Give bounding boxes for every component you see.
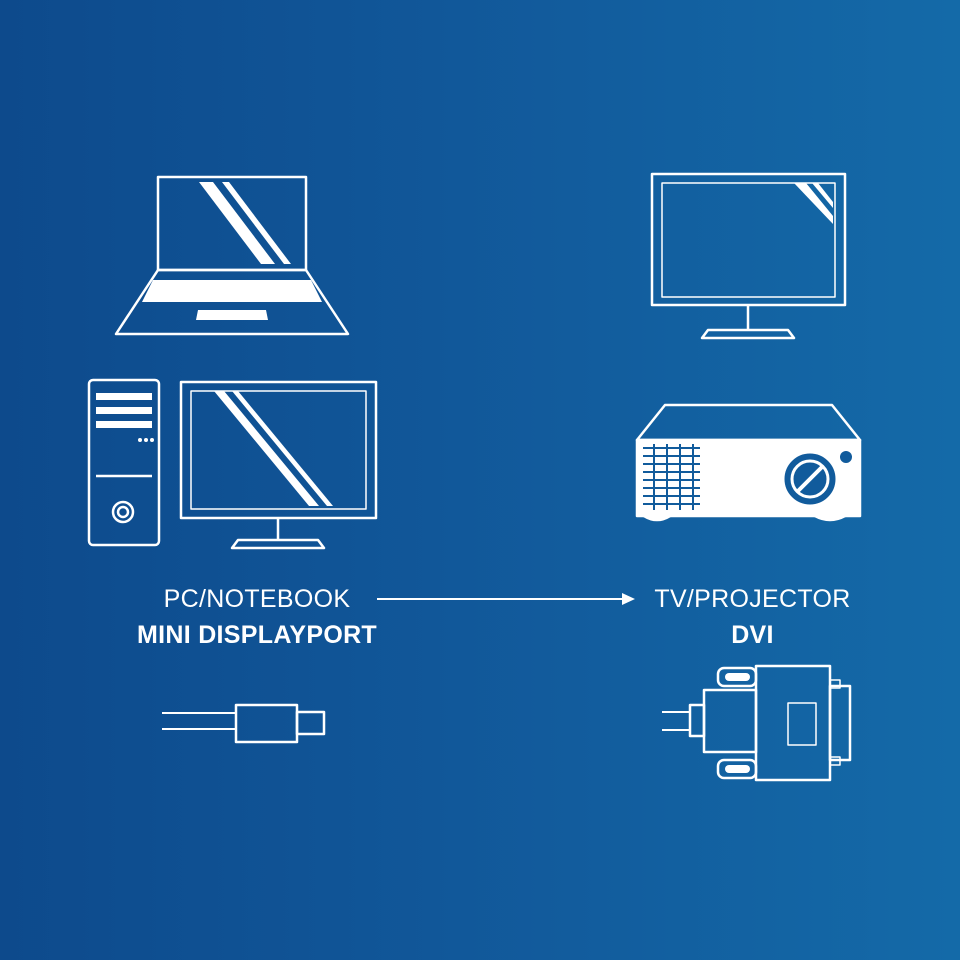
monitor-icon — [179, 380, 378, 550]
desktop-tower-icon — [87, 378, 161, 547]
source-port-label: MINI DISPLAYPORT — [136, 621, 378, 649]
arrow-right-icon — [377, 593, 635, 605]
source-category-label: PC/NOTEBOOK — [163, 585, 351, 613]
dvi-plug-icon — [662, 664, 852, 782]
laptop-icon — [114, 175, 350, 336]
mini-displayport-plug-icon — [162, 703, 326, 744]
target-port-label: DVI — [731, 621, 774, 649]
projector-icon — [635, 403, 862, 522]
target-category-label: TV/PROJECTOR — [654, 585, 851, 613]
tv-icon — [650, 172, 847, 340]
